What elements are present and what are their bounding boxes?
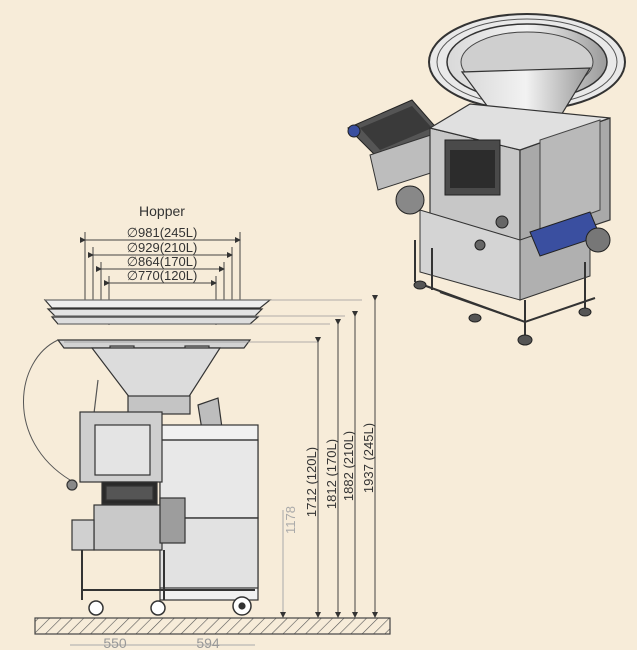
- hopper-title: Hopper: [139, 203, 185, 219]
- hopper-dim-981: ∅981(245L): [127, 225, 198, 240]
- base-width-594: 594: [196, 635, 220, 650]
- height-1178-label: 1178: [283, 506, 298, 534]
- height-1882-label: 1882 (210L): [341, 431, 356, 501]
- height-1812-label: 1812 (170L): [324, 439, 339, 509]
- height-1712-label: 1712 (120L): [304, 447, 319, 517]
- hopper-dim-929: ∅929(210L): [127, 240, 198, 255]
- hopper-dim-864: ∅864(170L): [127, 254, 198, 269]
- front-elevation-view: [23, 299, 362, 616]
- base-width-550: 550: [103, 635, 127, 650]
- isometric-machine-view: [347, 13, 626, 346]
- hopper-dim-770: ∅770(120L): [127, 268, 198, 283]
- height-1937-label: 1937 (245L): [361, 423, 376, 493]
- height-dimension-lines: [280, 295, 378, 618]
- ground-hatch: [34, 617, 391, 635]
